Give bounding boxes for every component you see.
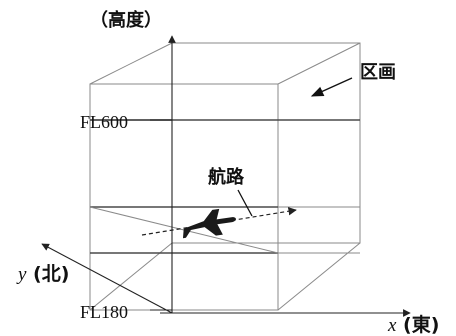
block-label: 区画 [360, 62, 396, 83]
y-axis-label: y (北) [16, 263, 69, 285]
flight-plane [89, 206, 360, 254]
block-back-face [171, 42, 361, 244]
y-direction: (北) [26, 263, 69, 285]
block-leader-line [310, 77, 353, 97]
airplane-icon [182, 208, 236, 239]
block-front-face [89, 83, 279, 311]
block-side-edges [89, 42, 361, 311]
altitude-label: （高度） [90, 9, 162, 31]
x-axis-label: x (東) [387, 313, 439, 336]
fl600-label: FL600 [80, 112, 128, 132]
y-axis [41, 243, 173, 314]
y-variable: y [16, 264, 27, 285]
fl180-label: FL180 [80, 302, 128, 322]
x-direction: (東) [396, 313, 439, 336]
x-variable: x [387, 315, 397, 336]
flight-path-label: 航路 [208, 166, 245, 188]
flight-path-leader [237, 189, 253, 217]
